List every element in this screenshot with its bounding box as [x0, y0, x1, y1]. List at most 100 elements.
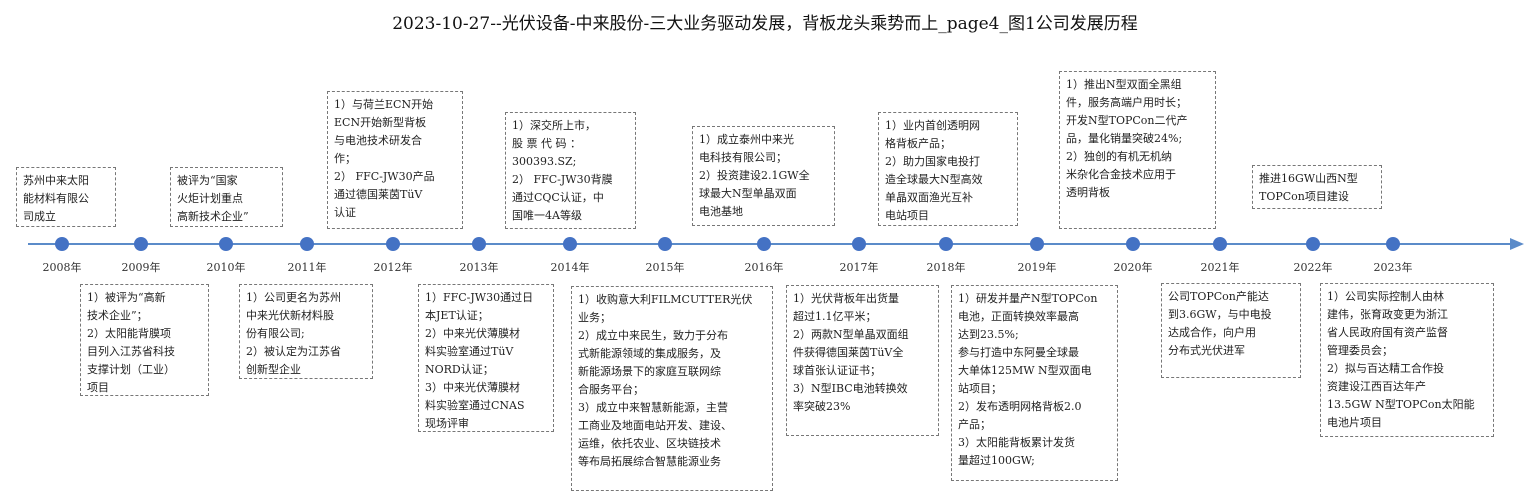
- event-line: 单晶双面渔光互补: [885, 191, 973, 204]
- year-label-2008: 2008年: [42, 261, 82, 274]
- event-line: 球最大N型单晶双面: [699, 187, 797, 200]
- event-line: 格背板产品；: [885, 137, 951, 150]
- event-line: 工商业及地面电站开发、建设、: [578, 419, 732, 432]
- event-line: 2）发布透明网格背板2.0: [958, 400, 1082, 413]
- event-box-2017: 1）光伏背板年出货量 超过1.1亿平米； 2）两款N型单晶双面组 件获得德国莱茵…: [786, 285, 939, 436]
- timeline-dot-2009: [134, 237, 148, 251]
- event-box-2019: 1）研发并量产N型TOPCon 电池，正面转换效率最高 达到23.5%; 参与打…: [951, 285, 1118, 481]
- year-label-2013: 2013年: [459, 261, 499, 274]
- year-label-2023: 2023年: [1373, 261, 1413, 274]
- event-box-2023: 1）公司实际控制人由林 建伟，张育政变更为浙江 省人民政府国有资产监督 管理委员…: [1320, 283, 1494, 437]
- event-line: 1）公司实际控制人由林: [1327, 290, 1444, 303]
- event-line: 本JET认证；: [425, 309, 489, 322]
- event-line: 通过CQC认证，中: [512, 191, 604, 204]
- event-line: 2）成立中来民生，致力于分布: [578, 329, 728, 342]
- event-line: 1）研发并量产N型TOPCon: [958, 292, 1098, 305]
- event-box-2020: 1）推出N型双面全黑组 件，服务高端户用时长； 开发N型TOPCon二代产 品，…: [1059, 71, 1216, 229]
- event-line: 中来光伏新材料股: [246, 309, 334, 322]
- event-line: 1）公司更名为苏州: [246, 291, 341, 304]
- event-line: 1）光伏背板年出货量: [793, 292, 899, 305]
- timeline-dot-2016: [757, 237, 771, 251]
- event-line: 1）与荷兰ECN开始: [334, 98, 434, 111]
- event-line: 创新型企业: [246, 363, 301, 376]
- event-line: 建伟，张育政变更为浙江: [1327, 308, 1448, 321]
- timeline-dot-2022: [1306, 237, 1320, 251]
- event-line: 米杂化合金技术应用于: [1066, 168, 1176, 181]
- event-line: 技术企业”；: [87, 309, 148, 322]
- event-line: 1）被评为“高新: [87, 291, 166, 304]
- timeline-dot-2020: [1126, 237, 1140, 251]
- event-line: 业务；: [578, 311, 611, 324]
- event-line: 等布局拓展综合智慧能源业务: [578, 455, 721, 468]
- event-line: 1）业内首创透明网: [885, 119, 980, 132]
- event-line: 国唯一4A等级: [512, 209, 582, 222]
- year-label-2016: 2016年: [744, 261, 784, 274]
- event-line: NORD认证；: [425, 363, 494, 376]
- event-line: 1）FFC-JW30通过日: [425, 291, 534, 304]
- event-line: 分布式光伏进军: [1168, 344, 1245, 357]
- year-label-2020: 2020年: [1113, 261, 1153, 274]
- event-line: 司成立: [23, 210, 56, 223]
- timeline-dot-2018: [939, 237, 953, 251]
- event-box-2022: 推进16GW山西N型 TOPCon项目建设: [1252, 165, 1382, 209]
- event-line: 到3.6GW，与中电投: [1168, 308, 1272, 321]
- event-box-2015: 1）收购意大利FILMCUTTER光伏 业务； 2）成立中来民生，致力于分布 式…: [571, 286, 773, 491]
- event-box-2018: 1）业内首创透明网 格背板产品； 2）助力国家电投打 造全球最大N型高效 单晶双…: [878, 112, 1018, 226]
- event-box-2009: 1）被评为“高新 技术企业”； 2）太阳能背膜项 目列入江苏省科技 支撑计划（工…: [80, 284, 209, 396]
- event-line: 品，量化销量突破24%;: [1066, 132, 1183, 145]
- event-line: 电池基地: [699, 205, 743, 218]
- event-line: 300393.SZ;: [512, 155, 577, 168]
- event-line: 件获得德国莱茵TüV全: [793, 346, 904, 359]
- event-line: 被评为“国家: [177, 174, 238, 187]
- event-line: 2） FFC-JW30产品: [334, 170, 435, 183]
- event-line: 2）被认定为江苏省: [246, 345, 341, 358]
- event-line: 13.5GW N型TOPCon太阳能: [1327, 398, 1475, 411]
- year-label-2019: 2019年: [1017, 261, 1057, 274]
- event-line: 份有限公司;: [246, 327, 305, 340]
- event-line: 3）太阳能背板累计发货: [958, 436, 1075, 449]
- event-box-2008: 苏州中来太阳 能材料有限公 司成立: [16, 167, 116, 227]
- event-line: 3）成立中来智慧新能源，主营: [578, 401, 728, 414]
- event-line: 股 票 代 码 ：: [512, 137, 581, 150]
- event-line: 2）助力国家电投打: [885, 155, 980, 168]
- timeline-dot-2014: [563, 237, 577, 251]
- event-line: 1）推出N型双面全黑组: [1066, 78, 1182, 91]
- event-line: 式新能源领域的集成服务，及: [578, 347, 721, 360]
- timeline-dot-2021: [1213, 237, 1227, 251]
- event-box-2021: 公司TOPCon产能达 到3.6GW，与中电投 达成合作，向户用 分布式光伏进军: [1161, 283, 1301, 378]
- year-label-2009: 2009年: [121, 261, 161, 274]
- year-label-2010: 2010年: [206, 261, 246, 274]
- timeline-dot-2008: [55, 237, 69, 251]
- event-box-2016: 1）成立泰州中来光 电科技有限公司； 2）投资建设2.1GW全 球最大N型单晶双…: [692, 126, 835, 226]
- event-line: 电池，正面转换效率最高: [958, 310, 1079, 323]
- event-line: 超过1.1亿平米；: [793, 310, 877, 323]
- timeline-dot-2010: [219, 237, 233, 251]
- event-line: 公司TOPCon产能达: [1168, 290, 1269, 303]
- timeline-dot-2015: [658, 237, 672, 251]
- year-label-2022: 2022年: [1293, 261, 1333, 274]
- event-box-2012: 1）与荷兰ECN开始 ECN开始新型背板 与电池技术研发合 作； 2） FFC-…: [327, 91, 463, 229]
- event-line: 达成合作，向户用: [1168, 326, 1256, 339]
- timeline-arrow: [1510, 238, 1524, 250]
- event-line: 运维，依托农业、区块链技术: [578, 437, 721, 450]
- event-line: 认证: [334, 206, 356, 219]
- event-line: ECN开始新型背板: [334, 116, 427, 129]
- year-label-2011: 2011年: [287, 261, 327, 274]
- event-line: 苏州中来太阳: [23, 174, 89, 187]
- event-line: 2）独创的有机无机纳: [1066, 150, 1172, 163]
- year-label-2015: 2015年: [645, 261, 685, 274]
- event-line: 项目: [87, 381, 109, 394]
- event-line: 1）成立泰州中来光: [699, 133, 794, 146]
- event-line: 大单体125MW N型双面电: [958, 364, 1092, 377]
- event-line: 合服务平台；: [578, 383, 644, 396]
- event-line: 3）N型IBC电池转换效: [793, 382, 908, 395]
- event-line: 件，服务高端户用时长；: [1066, 96, 1187, 109]
- year-label-2017: 2017年: [839, 261, 879, 274]
- event-line: 火炬计划重点: [177, 192, 243, 205]
- event-line: 资建设江西百达年产: [1327, 380, 1426, 393]
- event-line: 1）深交所上市，: [512, 119, 596, 132]
- event-box-2011: 1）公司更名为苏州 中来光伏新材料股 份有限公司; 2）被认定为江苏省 创新型企…: [239, 284, 373, 379]
- event-line: 现场评审: [425, 417, 469, 430]
- event-line: 站项目；: [958, 382, 1002, 395]
- year-label-2014: 2014年: [550, 261, 590, 274]
